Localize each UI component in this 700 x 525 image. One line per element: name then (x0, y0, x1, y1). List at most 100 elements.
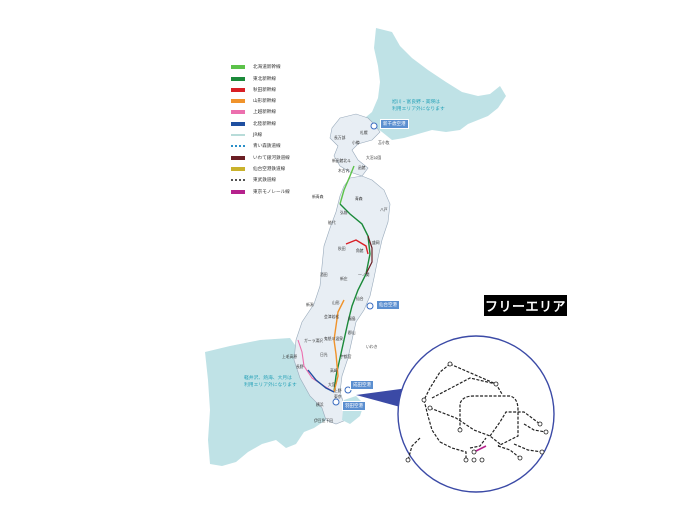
legend-item: 東京モノレール線 (231, 186, 341, 197)
legend-swatch (231, 65, 245, 70)
station-label: 仙台 (356, 296, 364, 301)
station-label: 一ノ関 (358, 272, 370, 277)
legend-item: 北陸新幹線 (231, 118, 341, 129)
legend-swatch (231, 76, 245, 81)
legend-swatch (231, 155, 245, 160)
station-label: 八戸 (380, 207, 388, 212)
legend-swatch (231, 166, 245, 171)
legend-label: 東北新幹線 (253, 76, 276, 82)
haneda-airport-label: 羽田空港 (342, 401, 366, 411)
legend-label: 上越新幹線 (253, 110, 276, 116)
legend-item: 秋田新幹線 (231, 85, 341, 96)
legend-swatch (231, 145, 245, 148)
legend-swatch (231, 110, 245, 115)
yamagata-shinkansen-line (333, 299, 345, 393)
akita-shinkansen-line (345, 239, 369, 255)
station-label: 新青森 (312, 194, 324, 199)
station-label: ガーラ湯沢 (304, 338, 323, 343)
inset-pointer (356, 388, 408, 408)
legend-item: いわて銀河鉄道線 (231, 152, 341, 163)
kanto-note-line: 軽井沢、熱海、大月は (244, 376, 292, 381)
hokkaido-note-line: 旭川・富良野・美瑛は (392, 100, 440, 105)
legend-label: 仙台空港鉄道線 (253, 166, 286, 172)
hokuriku-shinkansen-line (307, 369, 335, 393)
station-label: 日光 (320, 352, 328, 357)
station-label: 上野 (334, 388, 342, 393)
legend-swatch (231, 189, 245, 194)
legend-label: 東京モノレール線 (253, 189, 290, 195)
hokkaido-shinkansen-line (339, 165, 355, 205)
narita-airport-label: 成田空港 (350, 380, 374, 390)
station-label: 秋田 (338, 246, 346, 251)
tokyo-inset-stations (405, 361, 549, 463)
free-area-badge: フリーエリア (484, 295, 567, 316)
legend-label: 山形新幹線 (253, 99, 276, 105)
shin-chitose-airport-label: 新千歳空港 (380, 119, 409, 129)
station-label: 山形 (332, 300, 340, 305)
station-label: 郡山 (348, 330, 356, 335)
iwate-galaxy-line (365, 235, 373, 275)
station-label: 上毛高原 (282, 354, 298, 359)
sendai-airport-icon (366, 302, 374, 310)
legend-item: JR線 (231, 130, 341, 141)
kanto-note-line: 利用エリア外になります (244, 383, 297, 388)
station-label: 大宮 (328, 382, 336, 387)
legend-label: 北海道新幹線 (253, 65, 281, 71)
legend-item: 上越新幹線 (231, 107, 341, 118)
station-label: 長野 (296, 364, 304, 369)
station-label: 小樽 (352, 140, 360, 145)
legend-label: 東武鉄道線 (253, 178, 276, 184)
legend-label: 北陸新幹線 (253, 121, 276, 127)
legend-item: 仙台空港鉄道線 (231, 164, 341, 175)
station-label: 盛岡 (372, 240, 380, 245)
station-label: 宇都宮 (340, 354, 352, 359)
station-label: 大沼公園 (366, 155, 382, 160)
station-label: 函館 (358, 165, 366, 170)
station-label: 酒田 (320, 272, 328, 277)
kanto-note: 軽井沢、熱海、大月は 利用エリア外になります (244, 375, 297, 389)
station-label: いわき (366, 344, 378, 349)
station-label: 福島 (348, 316, 356, 321)
narita-airport-icon (344, 386, 352, 394)
shin-chitose-airport-icon (370, 122, 378, 130)
legend-swatch (231, 87, 245, 92)
station-label: 新函館北斗 (332, 158, 351, 163)
station-label: 苫小牧 (378, 140, 390, 145)
legend-swatch (231, 134, 245, 137)
sendai-airport-label: 仙台空港 (376, 300, 400, 310)
haneda-airport-icon (332, 398, 340, 406)
legend-label: 青い森鉄道線 (253, 144, 281, 150)
station-label: 伊豆急下田 (314, 418, 333, 423)
station-label: 弘前 (340, 210, 348, 215)
station-label: 木古内 (338, 168, 350, 173)
legend-item: 東武鉄道線 (231, 175, 341, 186)
legend-label: いわて銀河鉄道線 (253, 155, 290, 161)
tokyo-inset-circle (397, 335, 555, 493)
legend-label: 秋田新幹線 (253, 87, 276, 93)
legend-item: 山形新幹線 (231, 96, 341, 107)
station-label: 青森 (355, 196, 363, 201)
legend-swatch (231, 99, 245, 104)
map-legend: 北海道新幹線 東北新幹線 秋田新幹線 山形新幹線 上越新幹線 北陸新幹線 JR線… (231, 62, 341, 198)
legend-swatch (231, 121, 245, 126)
legend-item: 東北新幹線 (231, 73, 341, 84)
station-label: 会津若松 (324, 314, 340, 319)
station-label: 札幌 (360, 130, 368, 135)
station-label: 長万部 (334, 135, 346, 140)
hokkaido-note-line: 利用エリア外になります (392, 107, 445, 112)
legend-item: 北海道新幹線 (231, 62, 341, 73)
station-label: 高崎 (330, 368, 338, 373)
station-label: 横浜 (316, 402, 324, 407)
hokkaido-landmass (360, 28, 506, 140)
station-label: 角館 (356, 248, 364, 253)
station-label: 新潟 (306, 302, 314, 307)
tohoku-shinkansen-line (333, 203, 371, 393)
hokkaido-note: 旭川・富良野・美瑛は 利用エリア外になります (392, 99, 445, 113)
station-label: 鬼怒川温泉 (324, 336, 343, 341)
station-label: 新庄 (340, 276, 348, 281)
legend-label: JR線 (253, 133, 263, 139)
legend-item: 青い森鉄道線 (231, 141, 341, 152)
station-label: 能代 (328, 220, 336, 225)
legend-swatch (231, 179, 245, 182)
